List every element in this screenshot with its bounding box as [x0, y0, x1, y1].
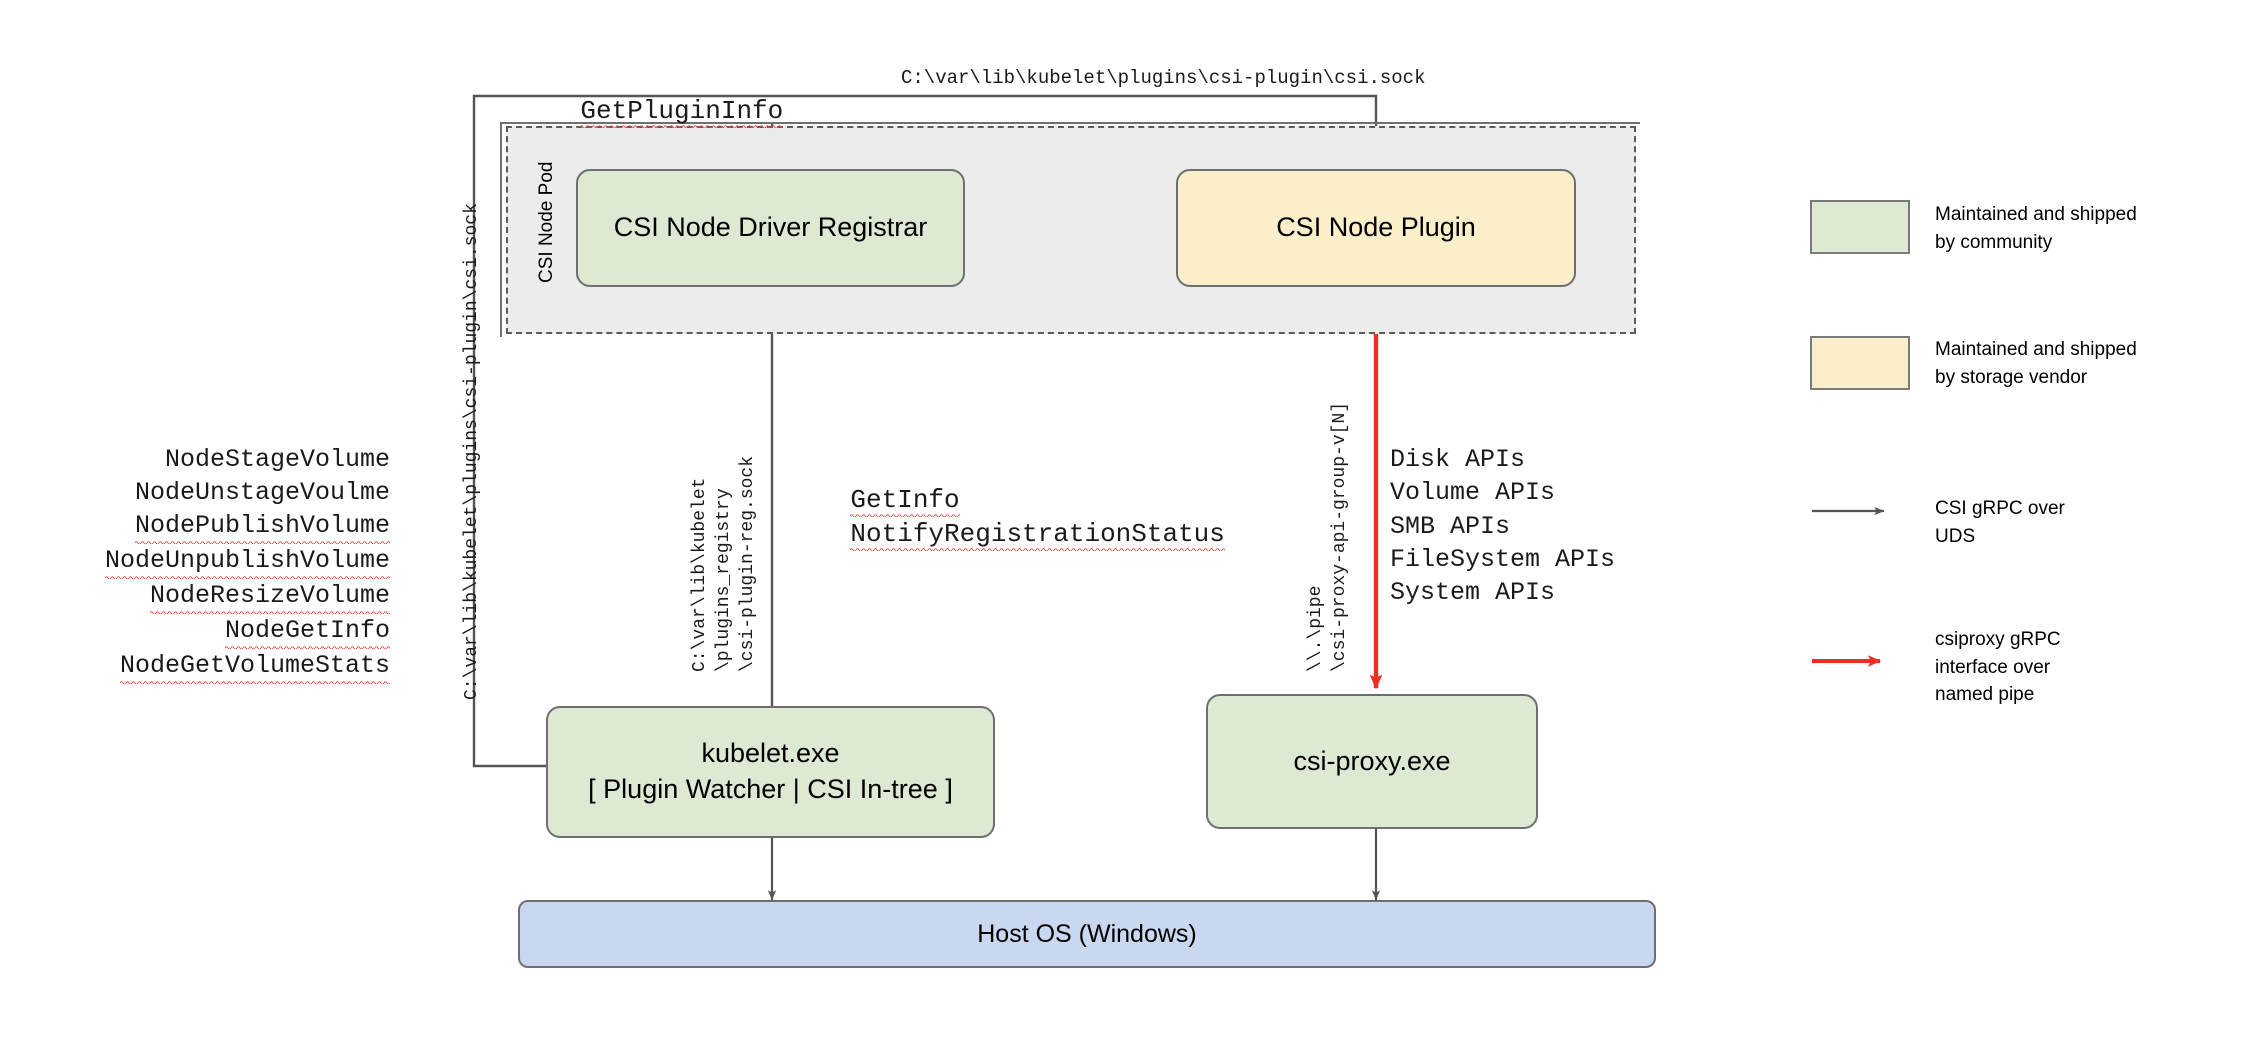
legend-swatch-community	[1810, 200, 1910, 254]
node-label-line2: [ Plugin Watcher | CSI In-tree ]	[588, 774, 953, 804]
csi-node-call-item: NodePublishVolume	[70, 509, 390, 544]
csi-node-call-label: NodeUnstageVoulme	[134, 478, 390, 507]
legend-label-community: Maintained and shipped by community	[1935, 204, 2137, 253]
label-text: GetInfo	[850, 485, 960, 515]
csi-proxy-api-item: SMB APIs	[1390, 511, 1511, 541]
node-csi-node-driver-registrar[interactable]: CSI Node Driver Registrar	[576, 169, 965, 287]
csi-node-call-item: NodeStageVolume	[70, 443, 390, 476]
csi-node-call-label: NodeGetVolumeStats	[119, 649, 390, 684]
csi-proxy-api-item: Disk APIs	[1390, 445, 1526, 474]
label-pipe-line2: \csi-proxy-api-group-v[N]	[1330, 401, 1350, 672]
node-csi-proxy-exe[interactable]: csi-proxy.exe	[1206, 694, 1538, 829]
csi-node-call-label: NodeStageVolume	[164, 445, 390, 474]
label-getinfo: GetInfo	[788, 455, 960, 547]
legend-swatch-vendor	[1810, 336, 1910, 390]
label-registry-path-line2: \plugins_registry	[714, 488, 734, 672]
node-label: CSI Node Driver Registrar	[613, 212, 928, 243]
label-text: NotifyRegistrationStatus	[850, 519, 1225, 549]
node-label: csi-proxy.exe	[1293, 745, 1451, 776]
label-csi-sock-path-top: C:\var\lib\kubelet\plugins\csi-plugin\cs…	[901, 67, 1426, 89]
csi-node-call-item: NodeUnpublishVolume	[70, 544, 390, 579]
csi-node-call-label: NodeUnpublishVolume	[104, 544, 390, 579]
label-text: GetPluginInfo	[580, 96, 784, 126]
label-left-socket-path: C:\var\lib\kubelet\plugins\csi-plugin\cs…	[462, 203, 482, 700]
label-pipe-line1: \\.\pipe	[1306, 585, 1326, 672]
node-label-line1: kubelet.exe	[701, 738, 840, 769]
legend-label-csiproxy-namedpipe: csiproxy gRPC interface over named pipe	[1935, 629, 2061, 706]
csi-node-call-label: NodeGetInfo	[224, 614, 390, 649]
csi-node-call-item: NodeGetVolumeStats	[70, 649, 390, 684]
csi-node-call-item: NodeResizeVolume	[70, 579, 390, 614]
node-csi-node-plugin[interactable]: CSI Node Plugin	[1176, 169, 1576, 287]
label-notifyregistrationstatus: NotifyRegistrationStatus	[788, 489, 1225, 581]
node-kubelet-exe[interactable]: kubelet.exe [ Plugin Watcher | CSI In-tr…	[546, 706, 995, 838]
node-host-os[interactable]: Host OS (Windows)	[518, 900, 1656, 968]
csi-node-call-label: NodePublishVolume	[134, 509, 390, 544]
csi-node-call-label: NodeResizeVolume	[149, 579, 390, 614]
node-label: CSI Node Plugin	[1276, 212, 1476, 243]
csi-node-pod-label: CSI Node Pod	[536, 161, 557, 283]
csi-proxy-api-item: FileSystem APIs	[1390, 544, 1616, 574]
legend-label-vendor: Maintained and shipped by storage vendor	[1935, 339, 2137, 388]
csi-node-call-item: NodeUnstageVoulme	[70, 476, 390, 509]
outer-boundary-frame	[500, 122, 1640, 337]
label-getplugininfo: GetPluginInfo	[518, 66, 784, 158]
csi-proxy-api-item: Volume APIs	[1390, 478, 1556, 508]
node-label: Host OS (Windows)	[977, 919, 1197, 948]
label-registry-path-line1: C:\var\lib\kubelet	[690, 477, 710, 672]
edge-getplugininfo	[472, 94, 1381, 768]
csi-node-call-item: NodeGetInfo	[70, 614, 390, 649]
csi-proxy-api-item: System APIs	[1390, 578, 1556, 607]
legend-label-csi-grpc-uds: CSI gRPC over UDS	[1935, 498, 2065, 547]
label-registry-path-line3: \csi-plugin-reg.sock	[738, 455, 758, 672]
